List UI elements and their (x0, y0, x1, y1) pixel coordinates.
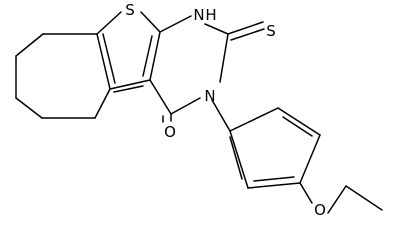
bond-ch2-ch3 (345, 185, 383, 211)
bond-ring8-7 (96, 33, 111, 90)
bond-o-ch2 (327, 185, 347, 214)
atom-label-nh-hydrogen: H (205, 6, 216, 24)
atom-label-thiophene-sulfur: S (125, 1, 135, 19)
benzene-ring (229, 107, 321, 189)
bond-n-aryl (211, 99, 231, 132)
atom-label-carbonyl-oxygen: O (164, 123, 176, 141)
bond-ring8-6 (94, 88, 111, 119)
atom-label-nh-nitrogen: N (193, 6, 204, 24)
atom-label-thione-sulfur: S (266, 22, 276, 40)
bond-benzene-1 (229, 107, 279, 132)
bond-thiophene-s-c-right (140, 11, 161, 33)
bond-pyrimidine-c-nh (159, 15, 192, 33)
bond-thiophene-double-bottom (113, 85, 144, 93)
ethoxy-group (299, 182, 383, 214)
bond-thiophene-c-s-left (96, 11, 122, 35)
bond-thiophene-c-c-bottom (109, 79, 151, 90)
thiophene-ring (96, 11, 161, 93)
bond-pyrimidine-c-n (219, 33, 229, 83)
bond-pyrimidine-n-c (170, 97, 201, 115)
bond-benzene-2 (277, 107, 321, 136)
bond-thione-double-1 (227, 21, 264, 35)
bond-aryl-o (299, 182, 313, 204)
bond-pyrimidine-c-c (149, 79, 172, 115)
pyrimidine-ring (149, 15, 229, 115)
bond-benzene-inner-2 (253, 176, 295, 182)
bond-thiophene-double-inner (142, 35, 153, 77)
cyclooctane-ring (15, 33, 111, 119)
atom-label-ether-oxygen: O (314, 201, 326, 219)
bond-benzene-inner-1 (282, 116, 313, 137)
bond-benzene-inner-3 (229, 136, 243, 180)
bond-thiophene-c-c-fused (149, 31, 161, 81)
bond-thiophene-double-left (102, 33, 116, 84)
bond-ring8-2 (15, 33, 44, 57)
chemical-structure-diagram: S N H S N O O (15, 1, 383, 219)
bond-thione-double-2 (230, 28, 265, 41)
bond-ring8-4 (15, 97, 43, 119)
bond-benzene-5 (229, 130, 249, 189)
bond-benzene-3 (299, 134, 321, 184)
atom-label-ring-nitrogen: N (204, 87, 215, 105)
bond-benzene-4 (247, 182, 301, 189)
bond-pyrimidine-nh-c (204, 23, 229, 35)
